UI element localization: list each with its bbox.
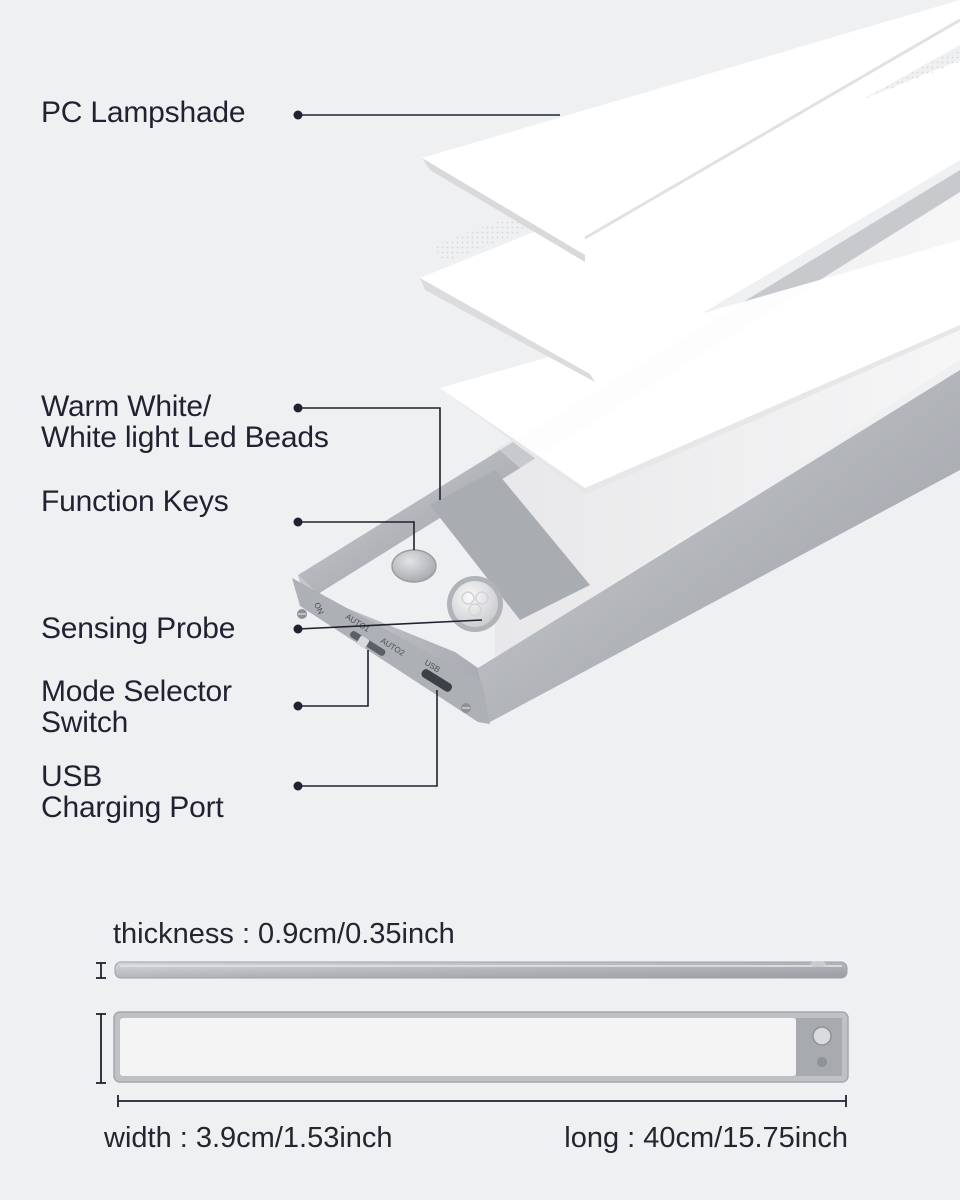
dimension-length: long : 40cm/15.75inch [564,1122,848,1154]
label-pc-lampshade: PC Lampshade [41,96,246,129]
screw-left [297,609,307,619]
label-led-beads-line2: White light Led Beads [41,421,329,454]
label-usb-port: USB Charging Port [41,761,224,823]
label-led-beads-line1: Warm White/ [41,390,212,423]
label-usb-port-line2: Charging Port [41,791,224,824]
function-key-button [391,549,437,583]
callout-dots [293,110,303,791]
label-usb-port-line1: USB [41,760,103,793]
label-mode-selector-line2: Switch [41,706,129,739]
label-function-keys: Function Keys [41,486,229,517]
label-mode-selector: Mode Selector Switch [41,676,232,738]
length-marker [117,1095,847,1107]
label-sensing-probe: Sensing Probe [41,613,235,644]
label-mode-selector-line1: Mode Selector [41,675,232,708]
usb-charging-port [421,669,453,692]
label-function-keys-text: Function Keys [41,485,229,518]
label-led-beads: Warm White/ White light Led Beads [41,391,329,453]
dimension-thickness: thickness : 0.9cm/0.35inch [113,918,455,950]
callout-leaders [297,114,560,787]
label-pc-lampshade-text: PC Lampshade [41,96,246,129]
label-sensing-probe-text: Sensing Probe [41,612,236,645]
thickness-marker [96,962,106,979]
front-view-panel [113,1011,849,1083]
width-marker [96,1013,106,1084]
mode-selector-switch [350,630,386,656]
sensing-probe-lens [447,576,503,632]
led-beads-board [440,240,960,495]
dimension-width: width : 3.9cm/1.53inch [104,1122,393,1154]
screw-right [461,703,471,713]
side-view-profile [114,961,848,979]
pc-lampshade-plates [420,0,960,382]
